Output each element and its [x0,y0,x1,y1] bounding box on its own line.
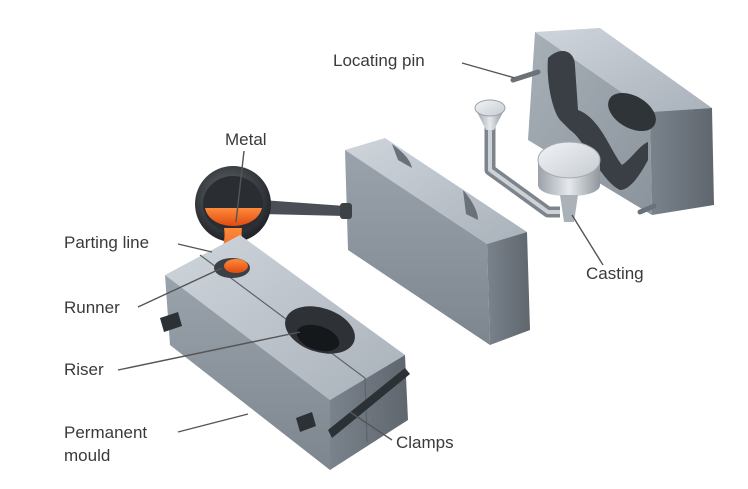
leader-riser [117,331,301,371]
label-mould: mould [64,446,111,465]
label-locating-pin: Locating pin [333,51,425,70]
leader-locating-pin [461,62,516,79]
casting-part [474,99,601,222]
ladle [195,166,352,270]
locating-pin-upper [510,69,541,83]
parting-line-seam [199,254,368,443]
label-casting: Casting [586,264,644,283]
clamp-left [160,312,182,332]
clamp-right [328,368,410,438]
back-mould-half [528,28,714,215]
leader-clamps [349,411,393,441]
leader-permanent-mould [177,413,249,433]
clamp-front [296,412,316,432]
label-metal: Metal [225,130,267,149]
locating-pin-lower [637,203,657,215]
leader-parting-line [177,243,213,253]
label-clamps: Clamps [396,433,454,452]
leader-lines [117,62,604,441]
leader-runner [137,267,223,308]
label-riser: Riser [64,360,104,379]
leader-metal [235,150,245,223]
leader-casting [571,214,604,266]
label-parting-line: Parting line [64,233,150,252]
label-runner: Runner [64,298,120,317]
middle-mould-half [345,138,530,345]
front-mould-block [160,235,410,470]
label-permanent: Permanent [64,423,148,442]
